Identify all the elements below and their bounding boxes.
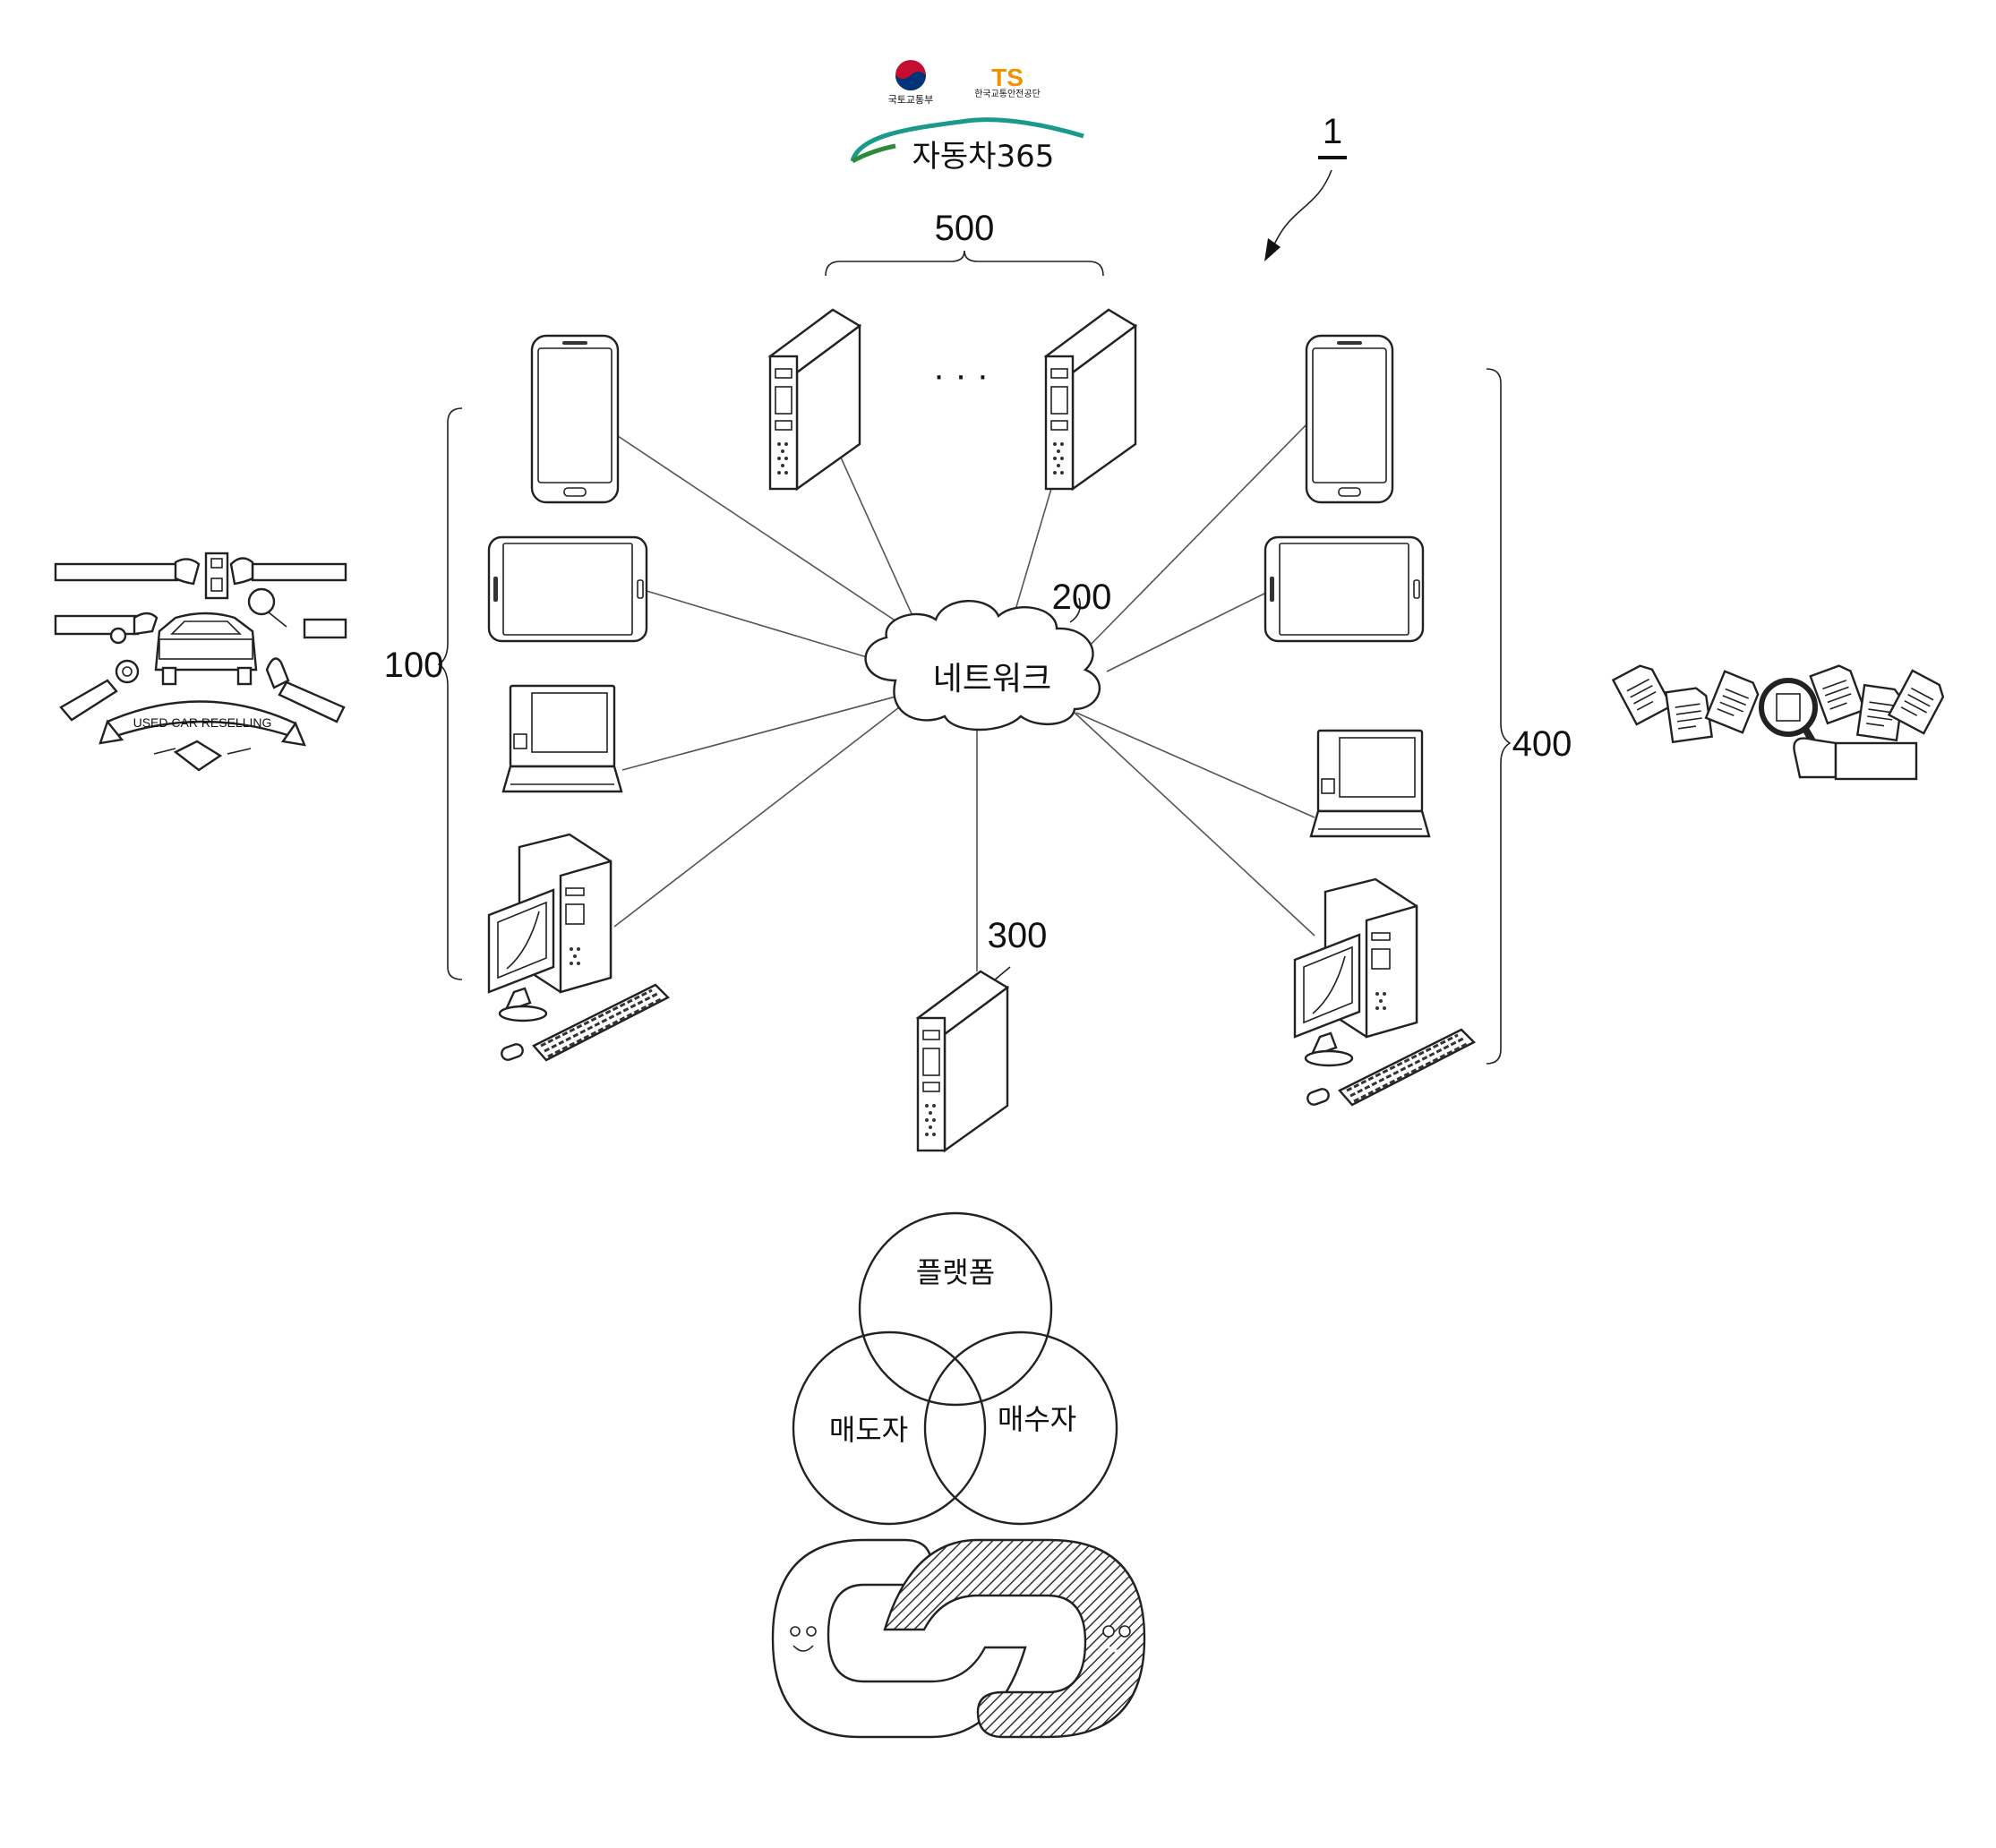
buyer-terminals [1264, 334, 1476, 1108]
brace-400 [1486, 368, 1512, 1065]
venn-label-seller: 매도자 [829, 1413, 908, 1447]
buyer-smartphone [1305, 334, 1394, 504]
inspect-magnifier-icon [1759, 678, 1818, 737]
ellipsis: · · · [933, 355, 989, 395]
brace-500 [825, 250, 1104, 277]
gear-icon [115, 659, 140, 684]
venn-label-buyer: 매수자 [998, 1402, 1076, 1436]
venn-platform-circle [858, 1211, 1053, 1407]
venn-label-platform: 플랫폼 [916, 1255, 995, 1289]
chain-link-icon [771, 1538, 1146, 1739]
document-inspection-illustration [1612, 660, 1949, 781]
ref-label-200: 200 [1052, 578, 1112, 617]
ref-label-400: 400 [1512, 724, 1572, 764]
leader-200 [1069, 597, 1082, 623]
used-car-banner-text: USED CAR RESELLING [133, 715, 272, 730]
document-icon-4 [1809, 661, 1866, 725]
ts-logo: TS [991, 64, 1024, 91]
venn-buyer-circle [923, 1330, 1118, 1526]
ts-caption: 한국교통안전공단 [974, 89, 1041, 99]
ref-1-arrow [1271, 169, 1332, 252]
external-server-n [1044, 308, 1137, 491]
leader-300 [993, 966, 1011, 981]
brace-100 [437, 407, 463, 980]
ref-label-1: 1 [1323, 112, 1342, 151]
platform-server [916, 970, 1009, 1152]
venn-seller-circle [792, 1330, 987, 1526]
service-name: 자동차365 [912, 139, 1055, 175]
seller-desktop [487, 833, 670, 1064]
hand-icon [1793, 737, 1838, 779]
ref-label-300: 300 [988, 916, 1048, 955]
seller-smartphone [530, 334, 620, 504]
buyer-desktop [1293, 877, 1476, 1108]
network-cloud: 네트워크 [864, 600, 1101, 732]
buyer-laptop [1309, 729, 1431, 838]
seller-terminals [487, 334, 670, 1064]
government-logo: 국토교통부 TS 한국교통안전공단 자동차365 [850, 60, 1084, 175]
network-label: 네트워크 [933, 661, 1051, 697]
document-icon-2 [1665, 686, 1713, 743]
ref-label-100: 100 [384, 646, 444, 685]
ref-label-500: 500 [935, 209, 995, 248]
venn-diagram: 플랫폼 매도자 매수자 [792, 1211, 1118, 1526]
document-icon-3 [1704, 670, 1763, 734]
external-server-1 [768, 308, 861, 491]
ministry-name: 국토교통부 [888, 94, 934, 106]
car-icon [154, 612, 258, 672]
magnifier-icon [247, 587, 276, 616]
document-icon [1612, 660, 1673, 726]
buyer-tablet [1264, 535, 1425, 643]
arrowhead-icon [1264, 238, 1281, 261]
used-car-reselling-illustration: USED CAR RESELLING [54, 552, 347, 772]
handshake-icon [173, 740, 223, 772]
seller-laptop [501, 684, 623, 793]
ministry-emblem-icon [895, 60, 926, 90]
seller-tablet [487, 535, 648, 643]
